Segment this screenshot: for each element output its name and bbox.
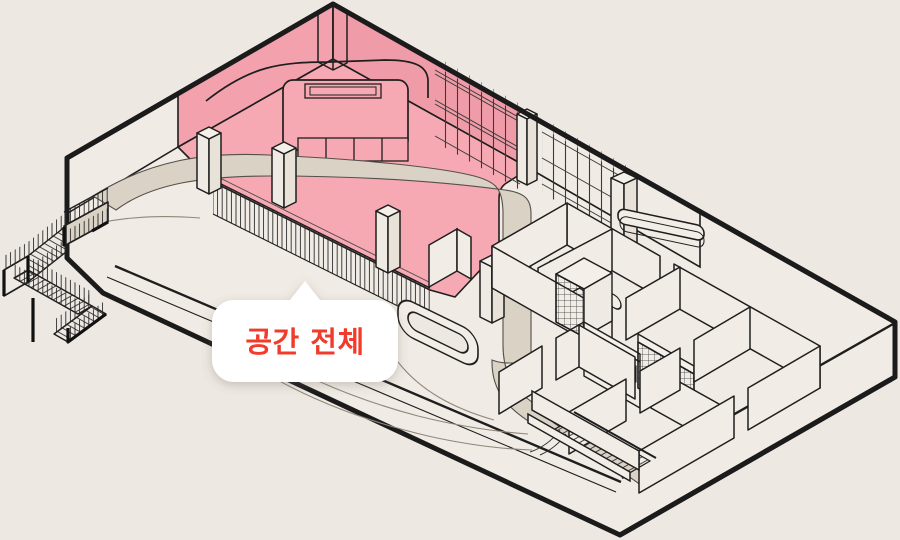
pillar <box>196 126 222 195</box>
room-wall <box>625 266 681 341</box>
room-wall <box>638 395 735 494</box>
reception-desk <box>205 59 429 162</box>
counter <box>617 208 705 248</box>
callout-bubble[interactable]: 공간 전체 <box>212 281 398 382</box>
interior-staircase <box>527 389 657 483</box>
reception-cubbies <box>297 137 409 162</box>
room-wall <box>578 324 636 400</box>
room-wall <box>693 306 751 383</box>
outline-emphasis <box>64 1 898 538</box>
pillar <box>375 204 401 274</box>
room-wall <box>639 347 681 414</box>
rounded-frame <box>397 299 479 366</box>
corner-column <box>317 4 348 71</box>
partition-stubs <box>428 227 472 289</box>
room-wall <box>531 389 640 472</box>
stair-bold-edges <box>2 220 109 344</box>
callout-body <box>212 300 398 382</box>
callout-tail <box>286 281 324 305</box>
stair-parapet <box>527 412 631 483</box>
callout-label: 공간 전체 <box>245 325 364 359</box>
pillar <box>271 141 297 209</box>
room-wall <box>747 345 821 431</box>
exterior-staircase <box>2 187 109 344</box>
room-wall <box>498 345 543 415</box>
